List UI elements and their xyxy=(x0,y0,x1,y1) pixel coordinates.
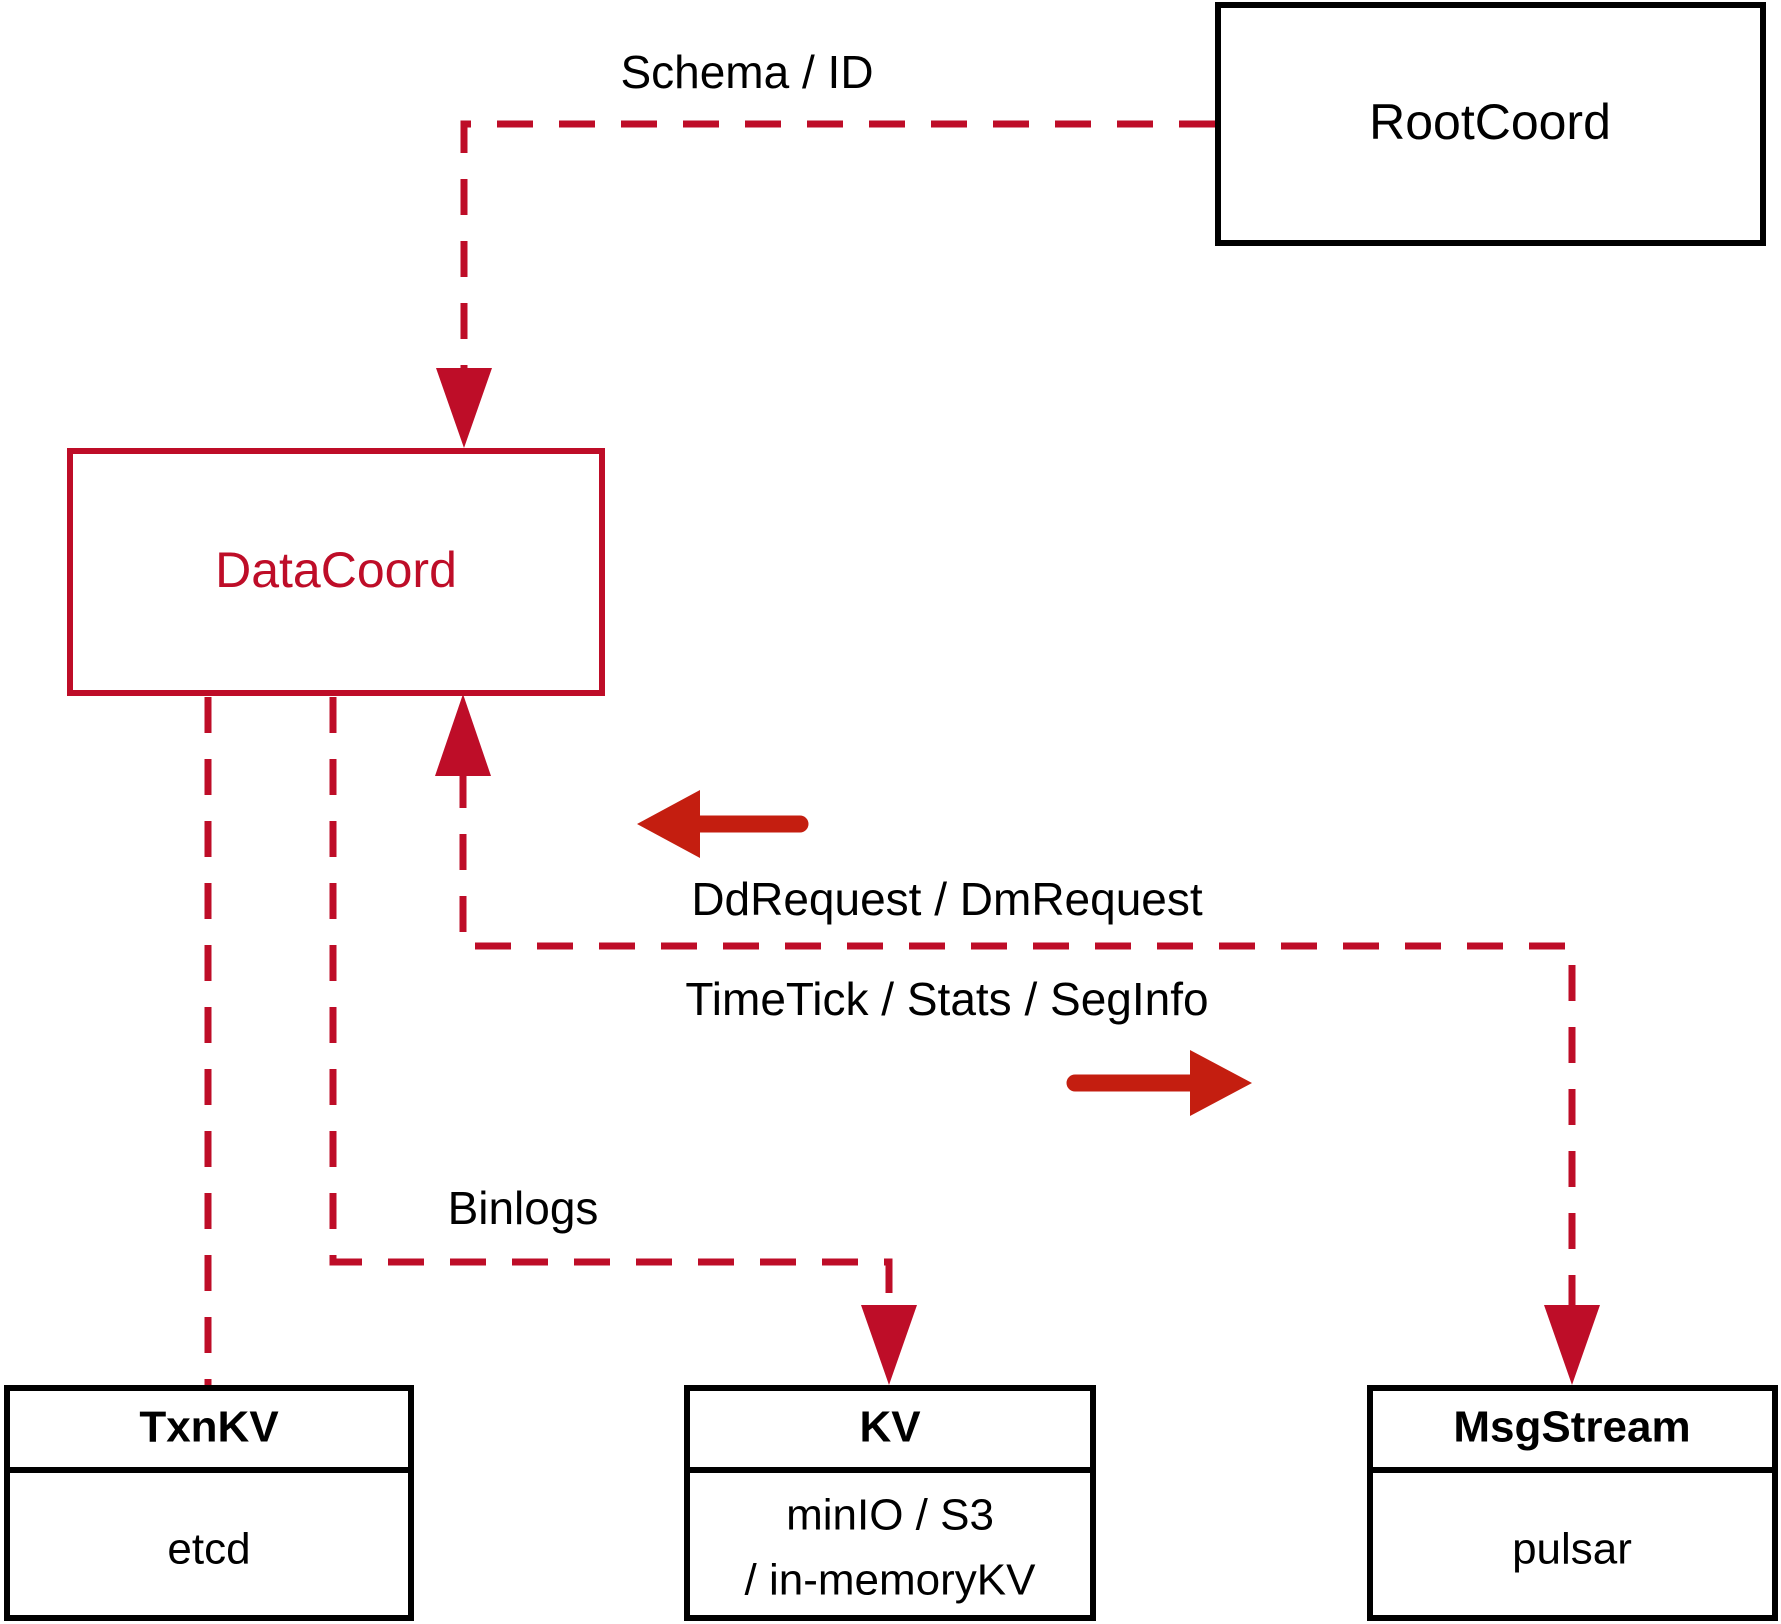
node-msgstream-box[interactable] xyxy=(1367,1385,1778,1621)
edge-schema-id-path xyxy=(460,120,1215,372)
edge-label-binlogs: Binlogs xyxy=(448,1182,599,1234)
node-txnkv-title: TxnKV xyxy=(139,1403,279,1452)
edge-schema-id xyxy=(436,120,1215,448)
edge-ddrequest-dmrequest xyxy=(435,694,1600,1385)
node-msgstream-title: MsgStream xyxy=(1453,1403,1690,1452)
arrow-up-icon xyxy=(435,694,491,776)
arrow-down-icon xyxy=(436,368,492,448)
node-rootcoord-box[interactable] xyxy=(1215,2,1766,246)
node-msgstream[interactable]: MsgStream pulsar xyxy=(1367,1385,1778,1621)
node-txnkv-sub: etcd xyxy=(167,1525,250,1574)
edge-binlogs xyxy=(329,697,917,1385)
edge-label-schema-id: Schema / ID xyxy=(620,46,873,98)
node-kv-sub-line1: minIO / S3 xyxy=(786,1491,994,1540)
node-kv-box[interactable] xyxy=(684,1385,1096,1621)
node-datacoord-label: DataCoord xyxy=(215,542,457,598)
edge-binlogs-path xyxy=(329,697,893,1312)
direction-arrow-right xyxy=(1066,1050,1252,1116)
arrow-down-icon xyxy=(861,1305,917,1385)
edge-label-ddrequest-dmrequest: DdRequest / DmRequest xyxy=(691,873,1203,925)
node-datacoord[interactable]: DataCoord xyxy=(67,448,605,696)
node-kv-sub-line2: / in-memoryKV xyxy=(745,1556,1037,1605)
edge-ddrequest-path xyxy=(459,772,1576,1310)
node-msgstream-sub: pulsar xyxy=(1512,1525,1632,1574)
node-txnkv[interactable]: TxnKV etcd xyxy=(4,1385,414,1621)
direction-arrow-left xyxy=(637,790,809,858)
arrow-left-icon xyxy=(637,790,700,858)
node-datacoord-box[interactable] xyxy=(67,448,605,696)
node-txnkv-box[interactable] xyxy=(4,1385,414,1621)
arrow-right-icon xyxy=(1190,1050,1252,1116)
node-rootcoord-label: RootCoord xyxy=(1369,94,1611,150)
node-kv[interactable]: KV minIO / S3 / in-memoryKV xyxy=(684,1385,1096,1621)
node-kv-title: KV xyxy=(859,1403,921,1452)
edge-label-timetick-stats-seginfo: TimeTick / Stats / SegInfo xyxy=(685,973,1208,1025)
node-rootcoord[interactable]: RootCoord xyxy=(1215,2,1766,246)
arrow-down-icon xyxy=(1544,1305,1600,1385)
